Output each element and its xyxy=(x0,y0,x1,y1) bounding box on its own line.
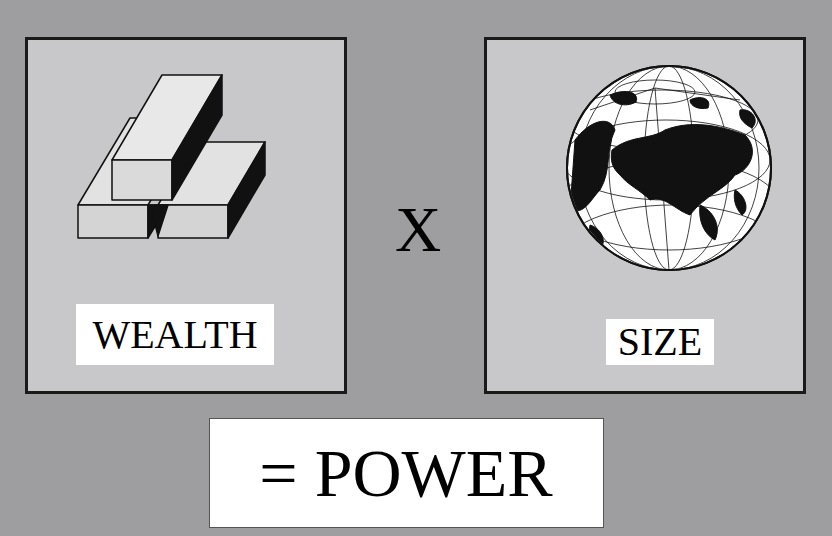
wealth-panel: WEALTH xyxy=(25,37,347,394)
node-label: WEALTH xyxy=(76,304,273,365)
gold-bars xyxy=(78,75,265,238)
globe xyxy=(559,66,782,295)
node-label: = POWER xyxy=(259,434,552,513)
multiply-sign: X xyxy=(395,193,441,267)
size-panel: SIZE xyxy=(484,37,806,394)
result-box: = POWER xyxy=(209,418,604,528)
panel-fill xyxy=(484,37,806,394)
panel-fill xyxy=(25,37,347,394)
node-label: SIZE xyxy=(606,319,714,365)
